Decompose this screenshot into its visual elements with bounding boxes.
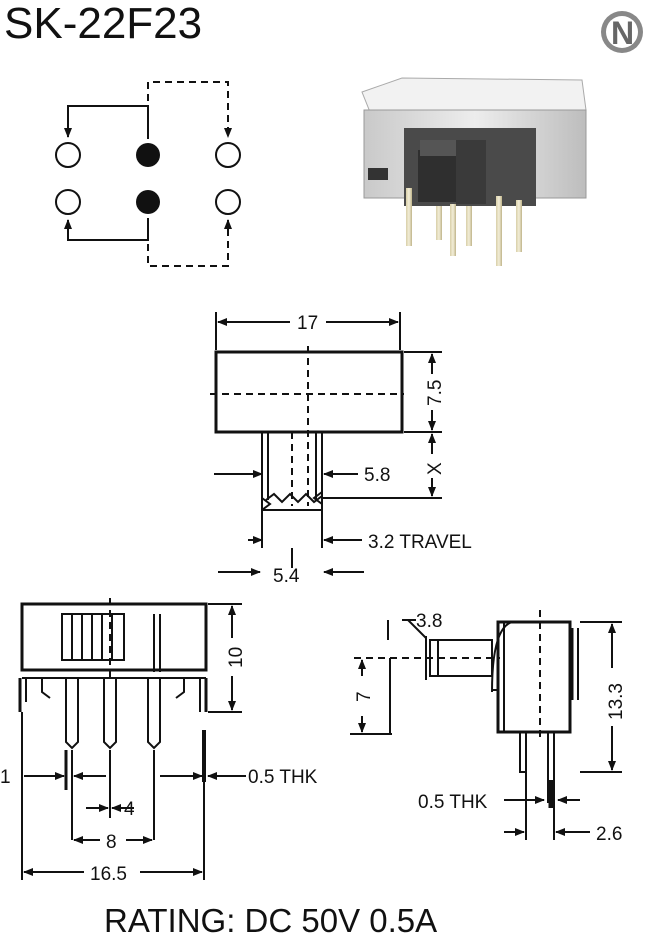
dim-knob-width: 3.8 xyxy=(416,611,442,632)
contact-terminal xyxy=(215,189,241,215)
dim-end-pin-pitch: 2.6 xyxy=(596,824,622,845)
dim-end-height: 13.3 xyxy=(606,683,627,720)
electrical-rating: RATING: DC 50V 0.5A xyxy=(104,902,437,938)
contact-terminal xyxy=(55,142,81,168)
brand-logo-letter: N xyxy=(611,15,634,51)
dim-side-height: 10 xyxy=(226,647,247,668)
contact-terminal xyxy=(215,142,241,168)
dim-pin-spacing: 4 xyxy=(124,799,135,820)
dim-pin-pitch-small: 1 xyxy=(0,767,11,788)
dim-actuator-width: 5.8 xyxy=(364,465,390,486)
dim-actuator-extension: X xyxy=(425,462,446,475)
dim-top-width: 17 xyxy=(297,313,318,334)
brand-logo: N xyxy=(601,11,643,53)
product-photo xyxy=(361,77,587,266)
dim-overall-length: 16.5 xyxy=(90,864,127,885)
contact-terminal xyxy=(55,189,81,215)
dim-actuator-base: 5.4 xyxy=(273,566,300,587)
dim-knob-offset: 7 xyxy=(354,691,375,702)
dim-body-height: 7.5 xyxy=(425,380,446,406)
dim-pin-thickness-front: 0.5 THK xyxy=(248,767,318,788)
dim-pin-thickness-end: 0.5 THK xyxy=(418,792,488,813)
common-terminal xyxy=(136,190,160,214)
common-terminal xyxy=(136,143,160,167)
switch-schematic xyxy=(55,81,241,267)
end-view-drawing xyxy=(350,610,622,840)
dim-pin-span: 8 xyxy=(106,832,117,853)
dim-travel: 3.2 TRAVEL xyxy=(368,532,472,553)
top-view-drawing xyxy=(210,312,442,576)
front-view-drawing xyxy=(18,598,246,880)
part-number-title: SK-22F23 xyxy=(4,0,202,48)
